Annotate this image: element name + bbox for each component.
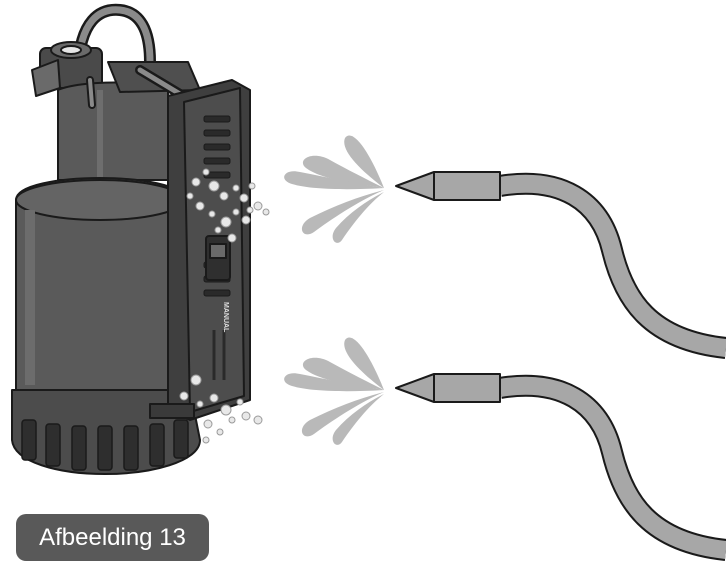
pump-base-slots — [21, 419, 189, 471]
water-spray-lower — [284, 337, 384, 445]
hose-upper — [395, 171, 726, 359]
hose-nozzle-upper — [395, 171, 501, 201]
submersible-pump — [11, 3, 251, 475]
figure-label: Afbeelding 13 — [16, 514, 209, 561]
hose-nozzle-lower — [395, 373, 501, 403]
hose-lower — [395, 373, 726, 561]
panel-text-manual: MANUAL — [222, 302, 229, 333]
water-bubbles — [179, 168, 270, 444]
pump-upper-body — [57, 81, 169, 181]
water-spray-upper — [284, 135, 384, 243]
